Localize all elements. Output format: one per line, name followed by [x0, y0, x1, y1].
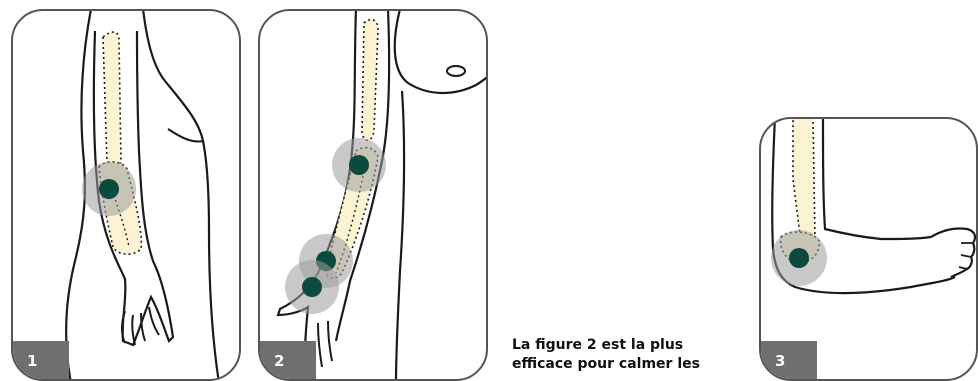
figure-number-badge: 3 [759, 341, 817, 381]
figure-panel-3: 3 [759, 117, 978, 381]
acupoint-marker [789, 248, 809, 268]
figure-panel-2: 2 [258, 9, 488, 381]
torso-side [396, 91, 404, 381]
shoulder-outline [395, 11, 488, 93]
humerus-bone [362, 20, 378, 141]
hand-outline [931, 228, 975, 277]
acupoint-marker [302, 277, 322, 297]
figure-caption: La figure 2 est la plus efficace pour ca… [512, 336, 732, 374]
acupoint-marker [99, 179, 119, 199]
inner-arm-outline [823, 119, 931, 239]
chest-line [168, 129, 203, 142]
humerus-bone [103, 32, 121, 170]
nipple-outline [447, 66, 465, 76]
arm-side-illustration [13, 11, 241, 381]
figure-number-badge: 2 [258, 341, 316, 381]
acupoint-marker [349, 155, 369, 175]
figure-number-badge: 1 [11, 341, 69, 381]
humerus-bone [793, 119, 815, 248]
arm-raised-illustration [260, 11, 488, 381]
figure-panel-1: 1 [11, 9, 241, 381]
